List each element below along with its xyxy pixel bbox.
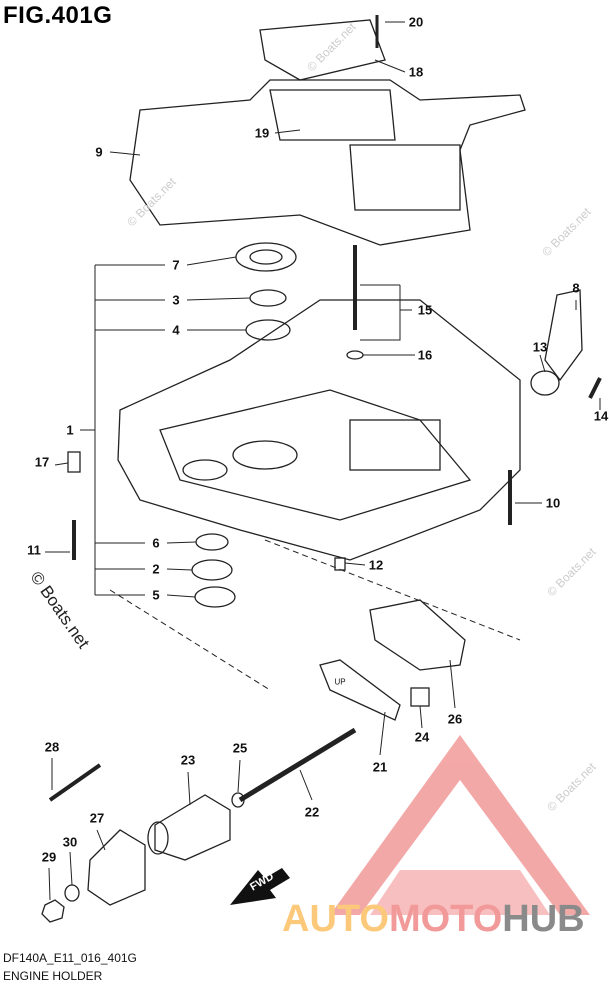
holder-bore (232, 440, 298, 470)
callout-4[interactable]: 4 (172, 322, 180, 338)
washer-25 (231, 792, 245, 808)
holder-bore (182, 459, 228, 481)
callout-25[interactable]: 25 (232, 740, 248, 756)
washer-30 (64, 884, 80, 902)
pin-12 (334, 557, 346, 571)
nut-24 (410, 687, 430, 707)
callout-5[interactable]: 5 (152, 587, 160, 603)
callout-26[interactable]: 26 (447, 711, 463, 727)
nut-29 (41, 899, 65, 923)
bolt-14 (588, 377, 602, 399)
engine-holder-inner (159, 389, 472, 521)
callout-6[interactable]: 6 (152, 535, 160, 551)
callout-19[interactable]: 19 (254, 125, 270, 141)
bearing-2 (191, 559, 233, 581)
callout-27[interactable]: 27 (89, 810, 105, 826)
holder-pocket (349, 419, 441, 471)
fwd-arrow-icon (230, 868, 290, 905)
callout-18[interactable]: 18 (408, 64, 424, 80)
engine-holder-body (117, 299, 521, 561)
gasket-inner (349, 144, 461, 211)
callout-22[interactable]: 22 (304, 804, 320, 820)
callout-8[interactable]: 8 (572, 280, 580, 296)
callout-9[interactable]: 9 (95, 144, 103, 160)
oil-seal-7-inner (249, 249, 283, 265)
callout-14[interactable]: 14 (593, 408, 609, 424)
washer-16 (346, 350, 364, 360)
callout-13[interactable]: 13 (532, 339, 548, 355)
logo-auto: AUTO (282, 898, 389, 940)
diagram-code: DF140A_E11_016_401G (3, 951, 137, 965)
plate-21 (319, 659, 401, 721)
leader-lines (45, 21, 601, 901)
seal-4 (245, 319, 291, 341)
callout-24[interactable]: 24 (414, 729, 430, 745)
bearing-5 (194, 586, 236, 608)
logo-hub: HUB (502, 898, 585, 940)
callout-1[interactable]: 1 (66, 422, 74, 438)
callout-3[interactable]: 3 (172, 292, 180, 308)
callout-21[interactable]: 21 (372, 759, 388, 775)
callout-11[interactable]: 11 (27, 542, 41, 558)
bracket-27 (87, 829, 146, 906)
callout-29[interactable]: 29 (41, 849, 57, 865)
logo-moto: MOTO (388, 898, 503, 940)
dowel-17 (67, 451, 81, 473)
callout-7[interactable]: 7 (172, 257, 180, 273)
callout-30[interactable]: 30 (62, 834, 78, 850)
figure-label: FIG.401G (3, 2, 113, 29)
callout-15[interactable]: 15 (417, 302, 433, 318)
mount-26 (369, 599, 466, 671)
callout-12[interactable]: 12 (368, 557, 384, 573)
o-ring-13 (530, 370, 560, 396)
logo-triangle (330, 735, 590, 915)
callout-16[interactable]: 16 (417, 347, 433, 363)
callout-17[interactable]: 17 (34, 454, 50, 470)
gasket (129, 79, 526, 246)
callout-20[interactable]: 20 (408, 14, 424, 30)
automotohub-logo: AUTOMOTOHUB (282, 898, 585, 941)
callout-23[interactable]: 23 (180, 752, 196, 768)
diagram-title: ENGINE HOLDER (3, 969, 103, 983)
cover-18 (259, 19, 386, 81)
callout-28[interactable]: 28 (44, 739, 60, 755)
fitting-8 (544, 289, 583, 382)
bolt-28 (48, 763, 102, 802)
ring-6 (195, 533, 229, 551)
mount-23 (154, 794, 231, 861)
gasket-19 (269, 89, 396, 141)
shaft-22 (238, 727, 357, 803)
callout-2[interactable]: 2 (152, 561, 160, 577)
up-label: UP (334, 677, 346, 687)
oil-seal-7 (235, 242, 297, 272)
mount-23-end (147, 821, 169, 855)
seal-3 (249, 289, 287, 307)
callout-10[interactable]: 10 (545, 495, 561, 511)
